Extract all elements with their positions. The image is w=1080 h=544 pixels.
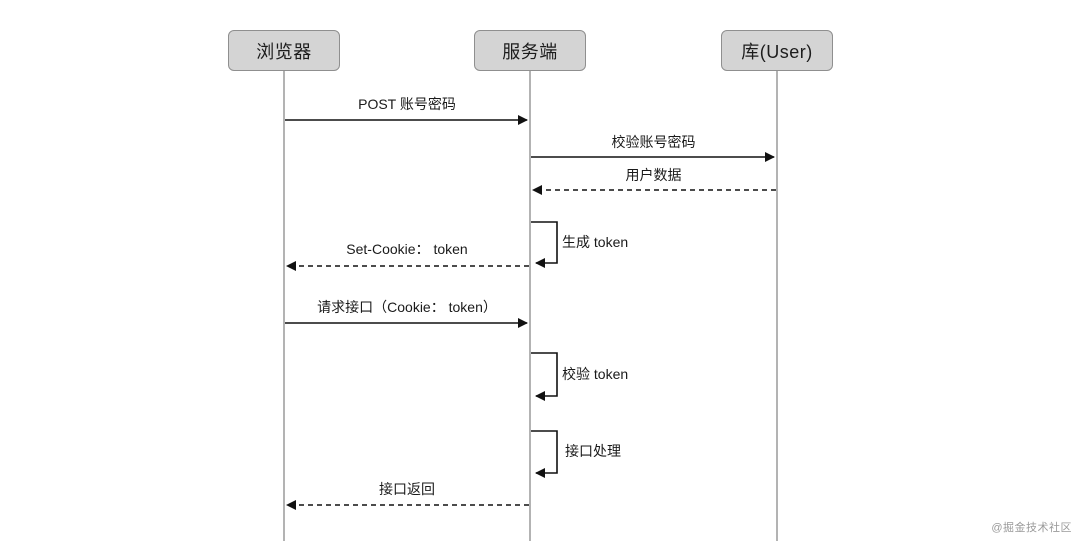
message-label-api-return: 接口返回 <box>379 481 435 497</box>
participant-browser-label: 浏览器 <box>256 41 312 62</box>
participant-server: 服务端 <box>474 30 586 71</box>
message-label-generate-token: 生成 token <box>562 234 629 250</box>
watermark: @掘金技术社区 <box>991 522 1072 534</box>
message-label-request-api: 请求接口（Cookie： token） <box>317 299 497 315</box>
arrow-verify-token-self <box>531 352 558 401</box>
message-label-post-credentials: POST 账号密码 <box>358 96 456 112</box>
participant-database-label: 库(User) <box>741 41 813 62</box>
message-label-verify-credentials: 校验账号密码 <box>611 134 696 150</box>
message-label-verify-token: 校验 token <box>562 366 629 382</box>
participant-browser: 浏览器 <box>228 30 340 71</box>
participant-server-label: 服务端 <box>502 41 558 62</box>
message-label-user-data: 用户数据 <box>625 167 682 183</box>
message-label-api-process: 接口处理 <box>565 443 621 459</box>
arrow-generate-token-self <box>531 221 558 268</box>
participant-database: 库(User) <box>721 30 833 71</box>
message-label-set-cookie: Set-Cookie： token <box>346 241 468 257</box>
arrow-api-process-self <box>531 430 558 478</box>
